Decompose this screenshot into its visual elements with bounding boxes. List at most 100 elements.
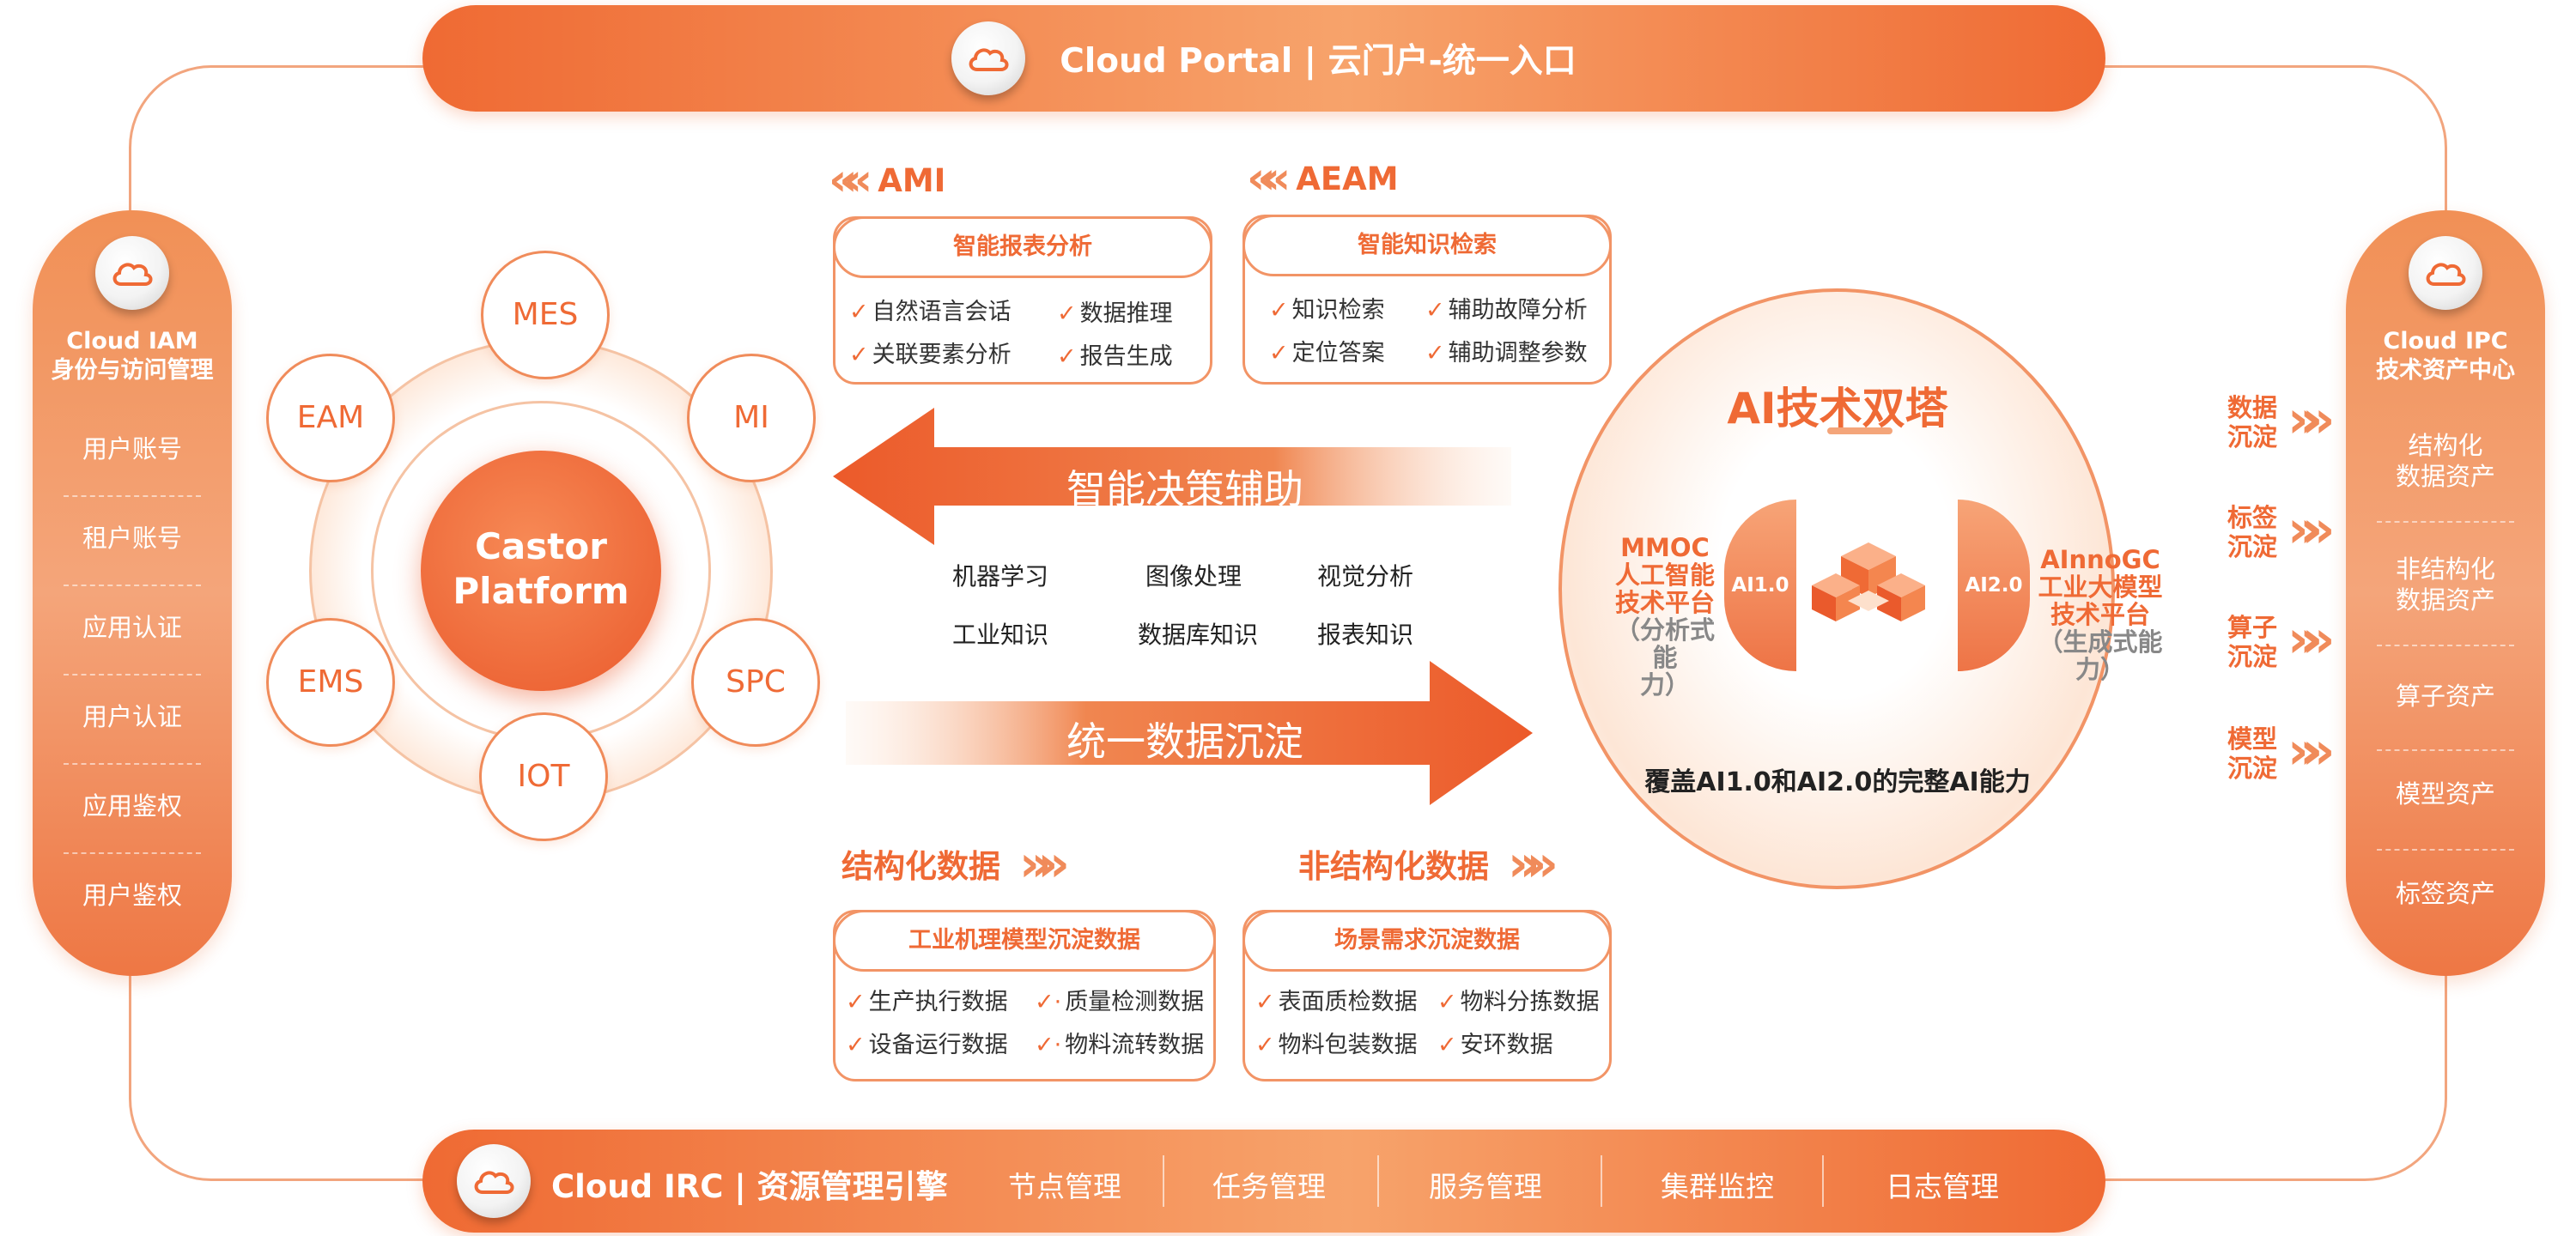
flow-label: 模型 沉淀: [2227, 724, 2278, 783]
data-item: 表面质检数据: [1255, 983, 1418, 1016]
portal-title: Cloud Portal | 云门户-统一入口: [1060, 42, 1577, 81]
tech-label: 机器学习: [951, 562, 1048, 591]
cloud-iam-panel: Cloud IAM 身份与访问管理 用户账号 租户账号 应用认证 用户认证 应用…: [33, 210, 232, 976]
ipc-item[interactable]: 算子资产: [2395, 682, 2495, 711]
double-chevron-right-icon: »»: [1508, 834, 1558, 893]
tech-label: 视觉分析: [1316, 562, 1413, 591]
double-chevron-icon: »»: [2287, 500, 2335, 560]
feature-item: 关联要素分析: [849, 336, 1012, 369]
double-chevron-icon: »»: [2287, 609, 2335, 670]
ainnogc-platform[interactable]: AInnoGC 工业大模型 技术平台 （生成式能 力）: [2032, 546, 2169, 683]
cloud-icon: [951, 21, 1026, 95]
node-mi[interactable]: MI: [687, 354, 816, 482]
cloud-irc-bar: Cloud IRC | 资源管理引擎 节点管理 任务管理 服务管理 集群监控 日…: [422, 1130, 2105, 1233]
cloud-icon: [2409, 236, 2482, 310]
irc-item[interactable]: 集群监控: [1661, 1170, 1774, 1203]
feature-item: 报告生成: [1057, 337, 1173, 371]
data-item: 设备运行数据: [846, 1026, 1008, 1059]
irc-item[interactable]: 任务管理: [1212, 1170, 1326, 1203]
node-ems[interactable]: EMS: [266, 618, 395, 747]
structured-card: 工业机理模型沉淀数据 生产执行数据 质量检测数据 设备运行数据 物料流转数据: [833, 910, 1216, 1082]
divider: [64, 763, 201, 765]
feature-item: 数据推理: [1057, 294, 1173, 328]
iam-item[interactable]: 租户账号: [82, 524, 182, 553]
mmoc-sub: （分析式能 力）: [1614, 615, 1715, 700]
double-chevron-icon: »»: [2287, 390, 2335, 450]
iam-item[interactable]: 应用认证: [82, 613, 182, 642]
data-item: 安环数据: [1437, 1026, 1553, 1059]
data-arrow-label: 统一数据沉淀: [1066, 718, 1303, 765]
flow-label: 数据 沉淀: [2227, 393, 2278, 451]
cloud-icon: [95, 236, 169, 310]
tech-label: 图像处理: [1145, 562, 1242, 591]
castor-platform-core[interactable]: Castor Platform: [421, 451, 661, 691]
ipc-title-en: Cloud IPC: [2383, 328, 2508, 354]
title-underline: [1827, 427, 1893, 434]
ainnogc-name: AInnoGC 工业大模型 技术平台: [2038, 545, 2163, 629]
aeam-header: «« AEAM: [1247, 153, 1399, 204]
data-item: 物料分拣数据: [1437, 983, 1600, 1016]
irc-item[interactable]: 日志管理: [1886, 1170, 1999, 1203]
divider: [64, 495, 201, 497]
card-title: 工业机理模型沉淀数据: [833, 910, 1216, 972]
aeam-title: AEAM: [1296, 160, 1399, 197]
divider: [64, 852, 201, 854]
ipc-item[interactable]: 结构化 数据资产: [2395, 431, 2495, 491]
data-item: 质量检测数据: [1035, 983, 1204, 1016]
data-item: 生产执行数据: [846, 983, 1008, 1016]
divider: [2377, 645, 2514, 646]
ami-title: AMI: [878, 161, 946, 199]
ipc-item[interactable]: 模型资产: [2395, 779, 2495, 809]
tech-label: 数据库知识: [1137, 621, 1258, 649]
data-arrow: [846, 661, 1533, 805]
structured-title: 结构化数据: [841, 848, 1000, 885]
decision-arrow: [833, 408, 1511, 545]
ainnogc-sub: （生成式能 力）: [2038, 627, 2163, 684]
unstructured-header: 非结构化数据 »»: [1298, 834, 1558, 893]
unstructured-card: 场景需求沉淀数据 表面质检数据 物料分拣数据 物料包装数据 安环数据: [1242, 910, 1612, 1082]
flow-label: 标签 沉淀: [2227, 503, 2278, 561]
decision-arrow-label: 智能决策辅助: [1066, 466, 1303, 512]
iam-item[interactable]: 用户账号: [82, 434, 182, 464]
iam-item[interactable]: 用户鉴权: [82, 881, 182, 910]
feature-item: 辅助调整参数: [1425, 334, 1588, 367]
data-item: 物料包装数据: [1255, 1026, 1418, 1059]
iam-item[interactable]: 用户认证: [82, 702, 182, 731]
tech-label: 工业知识: [951, 621, 1048, 649]
ami-card: 智能报表分析 自然语言会话 数据推理 关联要素分析 报告生成: [833, 216, 1212, 385]
aeam-card: 智能知识检索 知识检索 辅助故障分析 定位答案 辅助调整参数: [1242, 215, 1612, 385]
ai-caption: 覆盖AI1.0和AI2.0的完整AI能力: [1644, 767, 2031, 797]
iam-item[interactable]: 应用鉴权: [82, 791, 182, 821]
feature-item: 定位答案: [1269, 334, 1385, 367]
node-eam[interactable]: EAM: [266, 354, 395, 482]
ipc-item[interactable]: 标签资产: [2395, 879, 2495, 908]
data-item: 物料流转数据: [1035, 1026, 1204, 1059]
node-mes[interactable]: MES: [481, 251, 610, 379]
cloud-icon: [457, 1144, 531, 1218]
divider: [1163, 1155, 1164, 1207]
node-iot[interactable]: IOT: [479, 712, 608, 841]
node-spc[interactable]: SPC: [691, 618, 820, 747]
cloud-ipc-panel: Cloud IPC 技术资产中心 结构化 数据资产 非结构化 数据资产 算子资产…: [2346, 210, 2545, 976]
irc-item[interactable]: 服务管理: [1429, 1170, 1542, 1203]
divider: [2377, 749, 2514, 751]
ai-title: AI技术双塔: [1727, 384, 1948, 433]
feature-item: 辅助故障分析: [1425, 291, 1588, 324]
double-chevron-right-icon: »»: [1019, 834, 1070, 893]
divider: [1601, 1155, 1602, 1207]
iam-title-en: Cloud IAM: [66, 328, 198, 354]
double-chevron-icon: »»: [2287, 721, 2335, 781]
feature-item: 知识检索: [1269, 291, 1385, 324]
irc-title: Cloud IRC | 资源管理引擎: [551, 1168, 948, 1205]
ipc-item[interactable]: 非结构化 数据资产: [2395, 554, 2495, 615]
mmoc-name: MMOC 人工智能 技术平台: [1614, 533, 1715, 617]
divider: [64, 674, 201, 676]
cloud-portal-bar[interactable]: Cloud Portal | 云门户-统一入口: [422, 5, 2105, 112]
tech-label: 报表知识: [1316, 621, 1413, 649]
mmoc-platform[interactable]: MMOC 人工智能 技术平台 （分析式能 力）: [1604, 534, 1726, 699]
cube-cluster-icon: [1812, 542, 1925, 621]
double-chevron-left-icon: ««: [1247, 153, 1291, 204]
card-title: 场景需求沉淀数据: [1242, 910, 1612, 972]
divider: [1377, 1155, 1379, 1207]
irc-item[interactable]: 节点管理: [1008, 1170, 1121, 1203]
